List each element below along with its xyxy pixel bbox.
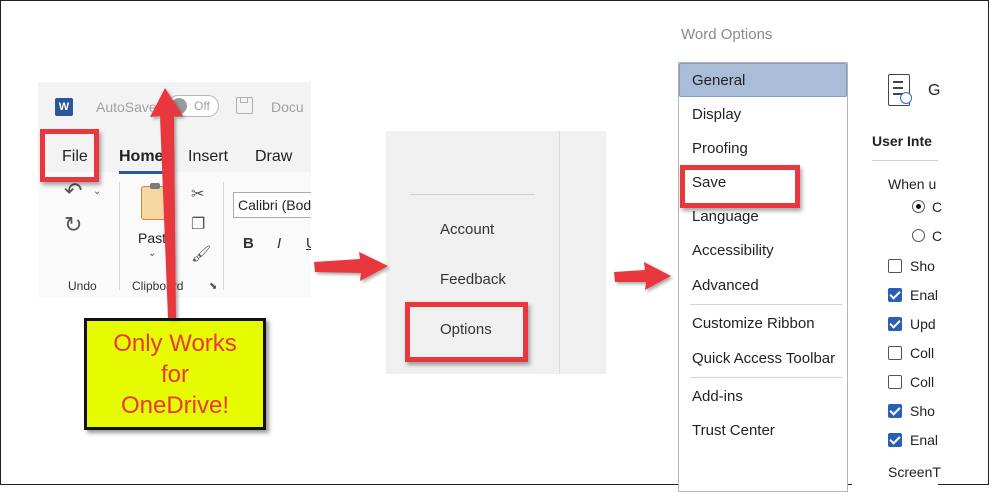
general-settings-icon (888, 74, 910, 106)
dialog-launcher-icon[interactable]: ⬊ (209, 281, 218, 292)
font-name-box[interactable]: Calibri (Bod (233, 192, 311, 218)
group-separator (119, 182, 120, 290)
checkbox[interactable] (888, 259, 902, 273)
chevron-down-icon[interactable]: ⌄ (148, 248, 157, 259)
word-app-icon: W (55, 98, 73, 116)
selected-nav-item (679, 63, 847, 97)
nav-separator (690, 304, 842, 305)
nav-item-quick-access-toolbar[interactable]: Quick Access Toolbar (692, 350, 836, 367)
underline-button[interactable]: U (306, 235, 311, 252)
checkbox-label: Coll (910, 345, 935, 361)
nav-item-accessibility[interactable]: Accessibility (692, 242, 774, 259)
backstage-item-options[interactable]: Options (440, 321, 492, 338)
undo-group-label: Undo (68, 279, 97, 293)
checkbox-label: Sho (910, 403, 935, 419)
screentip-label: ScreenT (888, 464, 941, 480)
person-icon (900, 92, 912, 104)
checkbox[interactable] (888, 288, 902, 302)
document-title: Docu (271, 99, 304, 115)
autosave-label: AutoSave (96, 99, 157, 115)
bold-button[interactable]: B (243, 235, 254, 252)
nav-item-proofing[interactable]: Proofing (692, 140, 748, 157)
checkbox-label: Enal (910, 432, 939, 448)
active-tab-indicator (119, 171, 163, 174)
file-tab-highlight (40, 129, 99, 182)
nav-item-display[interactable]: Display (692, 106, 742, 123)
chevron-down-icon[interactable]: ⌄ (93, 186, 102, 197)
nav-item-add-ins[interactable]: Add-ins (692, 388, 743, 405)
nav-item-customize-ribbon[interactable]: Customize Ribbon (692, 315, 815, 332)
radio-label: C (932, 199, 943, 215)
checkbox[interactable] (888, 404, 902, 418)
backstage-item-feedback[interactable]: Feedback (440, 271, 506, 288)
nav-item-trust-center[interactable]: Trust Center (692, 422, 775, 439)
arrow-up-icon (150, 88, 183, 318)
cut-icon[interactable]: ✂ (191, 186, 205, 203)
callout-line: Only Works (113, 330, 237, 357)
nav-separator (690, 377, 842, 378)
format-painter-icon[interactable]: 🖌 (191, 246, 212, 263)
checkbox-label: Coll (910, 374, 935, 390)
onedrive-callout: Only Works for OneDrive! (84, 318, 266, 430)
user-interface-header: User Inte (872, 133, 932, 149)
italic-button[interactable]: I (277, 235, 282, 252)
callout-line: for (160, 361, 189, 388)
radio-option[interactable] (912, 229, 925, 242)
toggle-state-label: Off (194, 99, 210, 113)
group-separator (223, 182, 224, 290)
copy-icon[interactable]: ❐ (191, 216, 206, 233)
options-highlight (405, 302, 528, 362)
checkbox[interactable] (888, 317, 902, 331)
general-header-fragment: G (928, 82, 941, 99)
arrow-right-icon (314, 252, 388, 281)
word-options-title: Word Options (681, 26, 773, 43)
radio-option[interactable] (912, 200, 925, 213)
checkbox-label: Sho (910, 258, 935, 274)
options-nav (678, 62, 848, 492)
backstage-divider (559, 131, 560, 374)
when-using-label: When u (888, 176, 937, 192)
redo-icon[interactable]: ↻ (64, 212, 83, 237)
tab-file[interactable]: File (62, 148, 88, 165)
radio-label: C (932, 228, 943, 244)
section-rule (872, 160, 938, 161)
tab-insert[interactable]: Insert (188, 148, 229, 165)
arrow-right-icon (614, 262, 671, 290)
nav-item-advanced[interactable]: Advanced (692, 277, 759, 294)
nav-item-save[interactable]: Save (692, 174, 727, 191)
tab-home[interactable]: Home (119, 148, 164, 165)
backstage-item-account[interactable]: Account (440, 221, 495, 238)
tab-draw[interactable]: Draw (255, 148, 293, 165)
checkbox-label: Upd (910, 316, 936, 332)
undo-icon[interactable]: ↶ (64, 178, 83, 203)
save-highlight (680, 165, 800, 208)
checkbox-label: Enal (910, 287, 939, 303)
callout-line: OneDrive! (120, 392, 230, 419)
save-icon[interactable] (236, 97, 253, 114)
checkbox[interactable] (888, 346, 902, 360)
options-content-pane (852, 62, 938, 492)
checkbox[interactable] (888, 433, 902, 447)
backstage-separator (410, 194, 535, 195)
checkbox[interactable] (888, 375, 902, 389)
backstage-panel (386, 131, 606, 374)
font-name-value: Calibri (Bod (238, 197, 311, 213)
nav-item-general[interactable]: General (692, 72, 746, 89)
nav-item-language[interactable]: Language (692, 208, 759, 225)
